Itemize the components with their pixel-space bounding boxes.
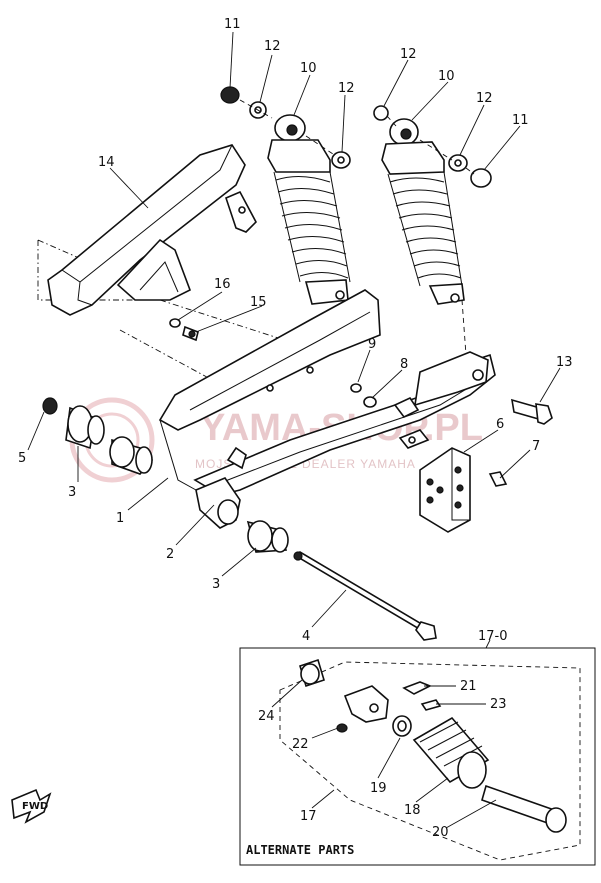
chain-case-bolt — [169, 318, 199, 342]
callout-12b: 12 — [338, 81, 355, 96]
swing-arm — [158, 289, 496, 529]
shock-axis-dash-right — [386, 115, 475, 356]
alternate-parts-label: ALTERNATE PARTS — [246, 843, 354, 857]
callout-15: 15 — [250, 295, 267, 310]
callout-22: 22 — [292, 737, 309, 752]
callout-24: 24 — [258, 709, 275, 724]
shock-spring-left — [273, 171, 351, 283]
axle-bolt — [511, 398, 553, 425]
callout-14: 14 — [98, 155, 115, 170]
callout-12a: 12 — [264, 39, 281, 54]
callout-18: 18 — [404, 803, 421, 818]
pivot-shaft — [293, 550, 437, 641]
leader-lines — [27, 31, 561, 829]
alternate-parts-box — [239, 647, 596, 866]
callout-10b: 10 — [438, 69, 455, 84]
callout-17: 17 — [300, 809, 317, 824]
shock-absorber-left — [220, 86, 351, 305]
forward-direction-arrow-icon: FWD — [11, 788, 52, 824]
nuts-small — [350, 383, 377, 408]
group-label: 17-0 — [478, 629, 508, 644]
callout-2: 2 — [166, 547, 174, 562]
shock-spring-right — [387, 171, 463, 287]
callout-3a: 3 — [68, 485, 76, 500]
bushings — [42, 397, 289, 553]
bracket — [419, 447, 508, 533]
callout-21: 21 — [460, 679, 477, 694]
callout-7: 7 — [532, 439, 540, 454]
svg-text:FWD: FWD — [22, 801, 48, 812]
callout-23: 23 — [490, 697, 507, 712]
callout-9: 9 — [368, 337, 376, 352]
reference-dash-line-upper — [37, 239, 301, 396]
callout-3b: 3 — [212, 577, 220, 592]
callout-11b: 11 — [512, 113, 529, 128]
callout-4: 4 — [302, 629, 310, 644]
callout-13: 13 — [556, 355, 573, 370]
callout-19: 19 — [370, 781, 387, 796]
shock-axis-dash-left — [239, 99, 337, 157]
callout-20: 20 — [432, 825, 449, 840]
callout-6: 6 — [496, 417, 504, 432]
callout-10a: 10 — [300, 61, 317, 76]
callout-5: 5 — [18, 451, 26, 466]
callout-labels: 1 2 3 3 4 5 6 7 8 9 10 10 11 11 12 12 12… — [18, 17, 573, 840]
chain-case — [47, 144, 257, 316]
callout-16: 16 — [214, 277, 231, 292]
callout-12d: 12 — [476, 91, 493, 106]
callout-12c: 12 — [400, 47, 417, 62]
shock-absorber-right — [373, 105, 492, 305]
callout-11a: 11 — [224, 17, 241, 32]
callout-8: 8 — [400, 357, 408, 372]
callout-1: 1 — [116, 511, 124, 526]
